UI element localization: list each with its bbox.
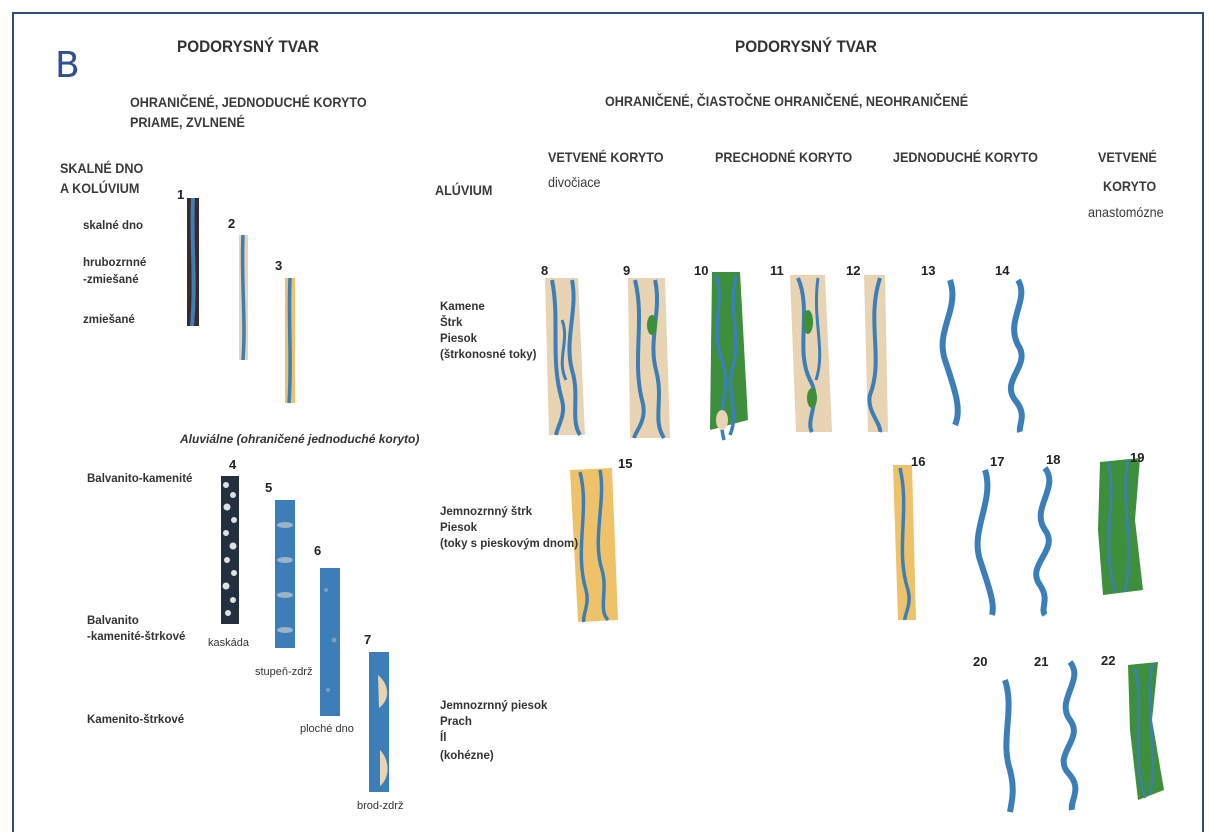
- number-12: 12: [846, 264, 860, 279]
- channel-16: [893, 465, 916, 620]
- number-21: 21: [1034, 655, 1048, 670]
- number-20: 20: [973, 655, 987, 670]
- channel-6: [320, 568, 340, 716]
- row-label-bedrock: skalné dno: [83, 220, 143, 233]
- number-10: 10: [694, 264, 708, 279]
- number-7: 7: [364, 633, 371, 648]
- alluvial-caption: Aluviálne (ohraničené jednoduché koryto): [180, 433, 419, 447]
- channel-4: [221, 476, 239, 624]
- left-title: PODORYSNÝ TVAR: [177, 37, 319, 57]
- number-14: 14: [995, 264, 1009, 279]
- row3-l1: Jemnozrnný piesok: [440, 700, 547, 713]
- channel-21: [1064, 662, 1076, 810]
- channel-8: [545, 278, 585, 435]
- right-title: PODORYSNÝ TVAR: [735, 37, 877, 57]
- row1-l4: (štrkonosné toky): [440, 349, 537, 362]
- alluvium-label: ALÚVIUM: [435, 182, 492, 198]
- row1-l1: Kamene: [440, 301, 485, 314]
- col-single: JEDNODUCHÉ KORYTO: [893, 149, 1038, 165]
- col-anastomosing-2: KORYTO: [1103, 178, 1156, 194]
- number-3: 3: [275, 259, 282, 274]
- label-riffle-pool: brod-zdrž: [357, 800, 403, 813]
- row-label-coarse: hrubozrnné: [83, 257, 146, 270]
- row2-l3: (toky s pieskovým dnom): [440, 538, 578, 551]
- number-19: 19: [1130, 451, 1144, 466]
- channel-20: [1005, 680, 1013, 812]
- channel-11: [790, 275, 832, 432]
- label-cascade: kaskáda: [208, 637, 249, 650]
- alluvial-row-2b: -kamenité-štrkové: [87, 631, 185, 644]
- left-subtitle-1: OHRANIČENÉ, JEDNODUCHÉ KORYTO: [130, 94, 367, 110]
- number-13: 13: [921, 264, 935, 279]
- row-label-mixed: zmiešané: [83, 314, 135, 327]
- number-22: 22: [1101, 654, 1115, 669]
- number-9: 9: [623, 264, 630, 279]
- channel-10: [710, 272, 748, 440]
- label-plane-bed: ploché dno: [300, 723, 354, 736]
- col-braided: VETVENÉ KORYTO: [548, 149, 664, 165]
- left-subtitle-2: PRIAME, ZVLNENÉ: [130, 114, 245, 130]
- channel-17: [978, 470, 993, 615]
- row1-l2: Štrk: [440, 317, 462, 330]
- channel-9: [628, 278, 670, 438]
- alluvial-row-2a: Balvanito: [87, 615, 139, 628]
- number-6: 6: [314, 544, 321, 559]
- col-anastomosing-sub: anastomózne: [1088, 204, 1164, 220]
- number-1: 1: [177, 188, 184, 203]
- channel-12: [864, 275, 888, 432]
- alluvial-row-1: Balvanito-kamenité: [87, 473, 192, 486]
- number-16: 16: [911, 455, 925, 470]
- col-braided-sub: divočiace: [548, 174, 601, 190]
- number-2: 2: [228, 217, 235, 232]
- number-15: 15: [618, 457, 632, 472]
- channel-14: [1011, 280, 1022, 432]
- channel-13: [943, 280, 958, 425]
- channel-22: [1128, 662, 1164, 800]
- row-label-mixed-a: -zmiešané: [83, 274, 139, 287]
- row2-l2: Piesok: [440, 522, 477, 535]
- number-11: 11: [770, 264, 784, 279]
- col-anastomosing-1: VETVENÉ: [1098, 149, 1157, 165]
- row1-l3: Piesok: [440, 333, 477, 346]
- number-5: 5: [265, 481, 272, 496]
- alluvial-row-3: Kamenito-štrkové: [87, 714, 184, 727]
- label-step-pool: stupeň-zdrž: [255, 666, 312, 679]
- row-header-2: A KOLÚVIUM: [60, 180, 139, 196]
- channel-19: [1098, 458, 1143, 595]
- number-17: 17: [990, 455, 1004, 470]
- number-4: 4: [229, 458, 236, 473]
- row-header-1: SKALNÉ DNO: [60, 160, 143, 176]
- row3-l3: Íl: [440, 732, 446, 745]
- number-18: 18: [1046, 453, 1060, 468]
- channel-18: [1036, 468, 1049, 615]
- right-subtitle: OHRANIČENÉ, ČIASTOČNE OHRANIČENÉ, NEOHRA…: [605, 93, 968, 109]
- col-transitional: PRECHODNÉ KORYTO: [715, 149, 852, 165]
- row3-l2: Prach: [440, 716, 472, 729]
- number-8: 8: [541, 264, 548, 279]
- row2-l1: Jemnozrnný štrk: [440, 506, 532, 519]
- row3-l4: (kohézne): [440, 750, 494, 763]
- panel-letter: B: [55, 45, 80, 86]
